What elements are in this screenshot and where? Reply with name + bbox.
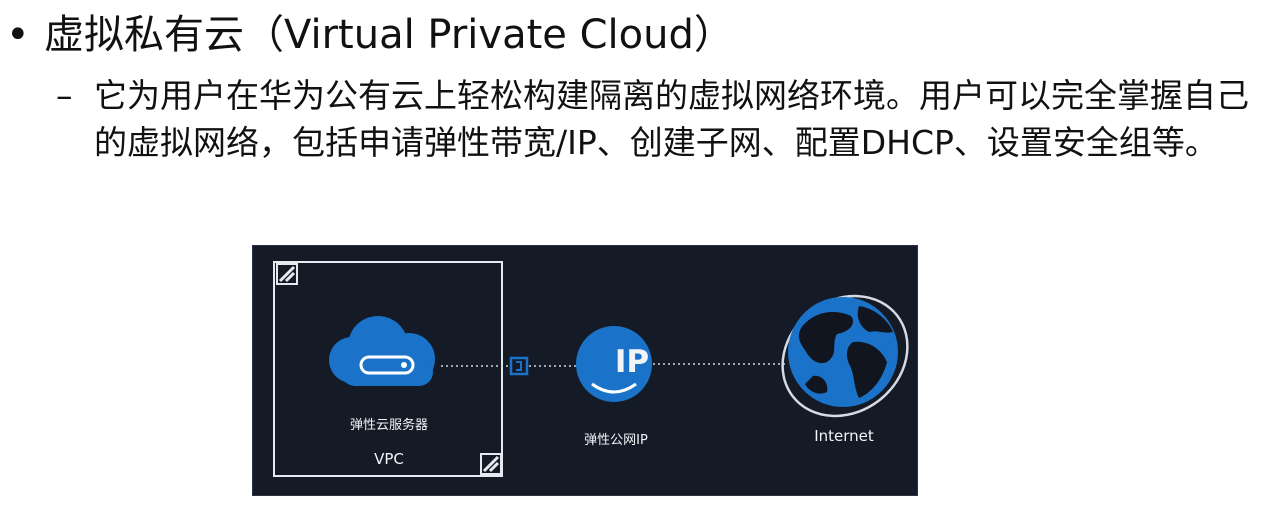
corner-marker-top-left-icon: [276, 263, 298, 285]
globe-icon: [781, 294, 909, 418]
internet-label: Internet: [814, 427, 874, 445]
description-block: – 它为用户在华为公有云上轻松构建隔离的虚拟网络环境。用户可以完全掌握自己的虚拟…: [56, 72, 1256, 166]
eip-label: 弹性公网IP: [584, 433, 648, 448]
slide-title: 虚拟私有云（Virtual Private Cloud）: [44, 12, 734, 58]
cloud-server-icon: [329, 316, 435, 386]
sub-bullet-dash: –: [56, 76, 73, 115]
eip-badge-text: IP: [614, 344, 650, 380]
diagram-graphics: [276, 263, 909, 475]
vpc-diagram: IP 弹性云服务器 VPC 弹性公网IP Internet: [252, 245, 918, 496]
description-text: 它为用户在华为公有云上轻松构建隔离的虚拟网络环境。用户可以完全掌握自己的虚拟网络…: [94, 76, 1249, 162]
eip-badge-icon: [576, 326, 652, 402]
gateway-icon: [509, 356, 529, 376]
slide-heading: • 虚拟私有云（Virtual Private Cloud）: [6, 6, 734, 64]
vpc-label: VPC: [374, 450, 404, 468]
ecs-label: 弹性云服务器: [349, 418, 429, 433]
bullet: •: [6, 12, 30, 58]
vpc-boundary-box: [273, 261, 503, 477]
corner-marker-bottom-right-icon: [480, 453, 502, 475]
